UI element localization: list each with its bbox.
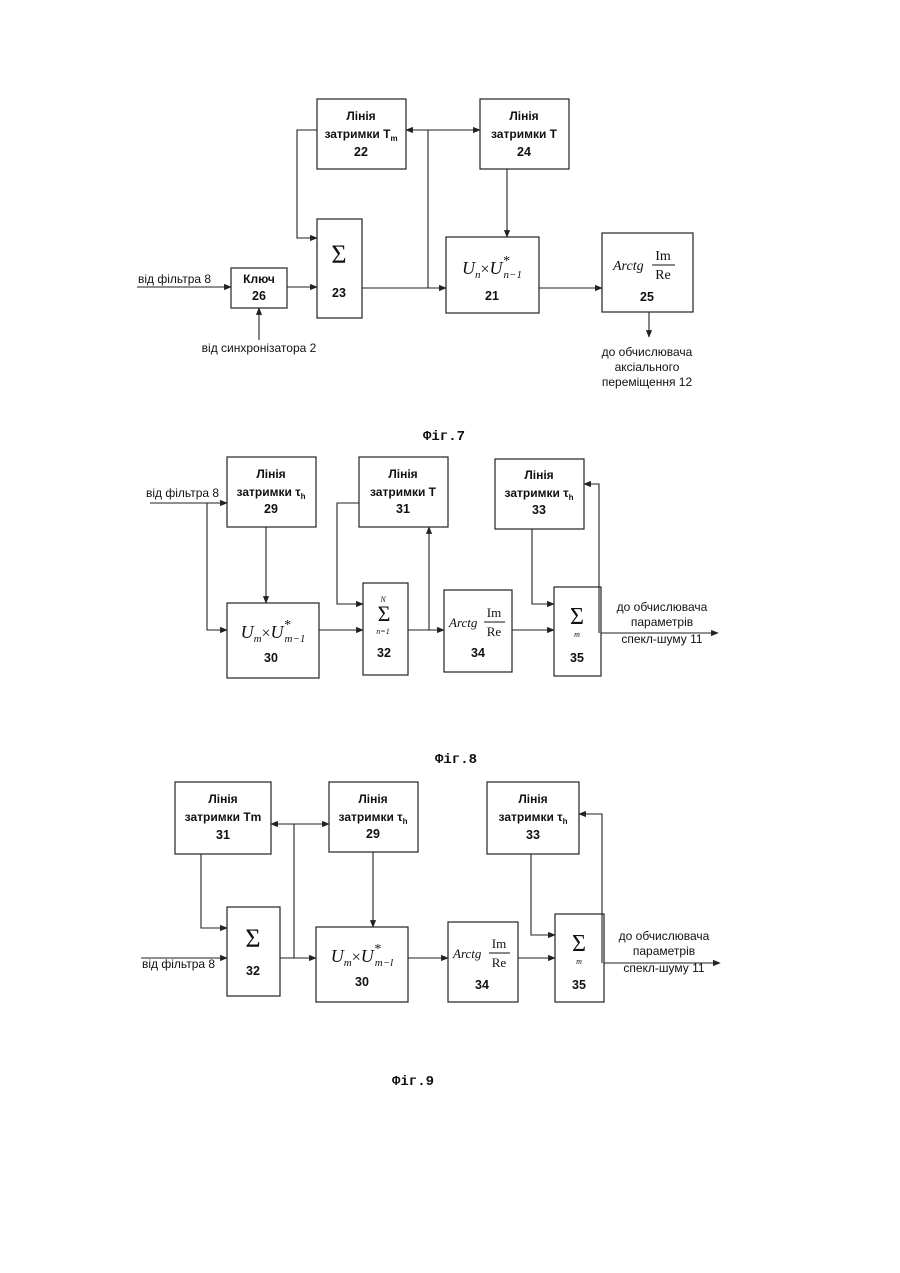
fig9-block-31-line1: Лінія [208, 792, 237, 806]
figure-9-caption: Фіг.9 [392, 1074, 434, 1090]
block-31-line2: затримки Т [370, 485, 437, 499]
figure-9: Лінія затримки Tm 31 Лінія затримки τh 2… [141, 782, 720, 1090]
fig7-output-label-3: переміщення 12 [602, 375, 693, 389]
fig8-input-filter-label: від фільтра 8 [146, 486, 219, 500]
block-31-line1: Лінія [388, 467, 417, 481]
block-24-line1: Лінія [509, 109, 538, 123]
fig9-block-33-number: 33 [526, 828, 540, 842]
block-33-number: 33 [532, 503, 546, 517]
block-22-line2: затримки Tm [324, 127, 397, 143]
fig8-output-label-1: до обчислювача [617, 600, 708, 614]
fig9-sigma-symbol-35: Σ [572, 931, 586, 957]
summator-block-35-fig9: Σ m 35 [555, 914, 604, 1002]
summator-block-35: Σ m 35 [554, 587, 601, 676]
fig9-output-label-3: спекл-шуму 11 [623, 961, 705, 975]
sigma-symbol-23: Σ [331, 240, 346, 269]
block-31-number: 31 [396, 502, 410, 516]
fig8-output-label-2: параметрів [631, 615, 693, 629]
block-21-number: 21 [485, 289, 499, 303]
block-30-number: 30 [264, 651, 278, 665]
block-24-line2: затримки Т [491, 127, 558, 141]
key-block-26: Ключ 26 [231, 268, 287, 308]
sigma-symbol-32: Σ [378, 601, 391, 626]
arctg-numerator-25: Im [655, 249, 671, 264]
sigma-symbol-35: Σ [570, 604, 584, 630]
fig9-block-33-line2: затримки τh [499, 810, 568, 826]
arctg-label-25: Arctg [612, 259, 644, 274]
delay-line-block-31-fig9: Лінія затримки Tm 31 [175, 782, 271, 854]
fig7-output-label-2: аксіального [615, 360, 680, 374]
sum-index-35: m [574, 630, 580, 639]
fig9-arctg-denominator-34: Re [492, 955, 507, 970]
arctg-block-25: Arctg Im Re 25 [602, 233, 693, 312]
arctg-block-34-fig9: Arctg Im Re 34 [448, 922, 518, 1002]
delay-line-block-31: Лінія затримки Т 31 [359, 457, 448, 527]
fig9-block-34-number: 34 [475, 978, 489, 992]
fig9-block-31-number: 31 [216, 828, 230, 842]
block-24-number: 24 [517, 145, 531, 159]
block-22-line1: Лінія [346, 109, 375, 123]
block-26-label: Ключ [243, 272, 275, 286]
fig9-block-29-line2: затримки τh [339, 810, 408, 826]
block-33-line2: затримки τh [505, 486, 574, 502]
fig9-input-filter-label: від фільтра 8 [142, 957, 215, 971]
block-33-line1: Лінія [524, 468, 553, 482]
arctg-denominator-25: Re [655, 268, 671, 283]
block-26-number: 26 [252, 289, 266, 303]
block-35-number: 35 [570, 651, 584, 665]
figure-7: Лінія затримки Tm 22 Лінія затримки Т 24… [137, 99, 693, 445]
multiplier-block-30-fig9: Um×U*m−l 30 [316, 927, 408, 1002]
delay-line-block-29: Лінія затримки τh 29 [227, 457, 316, 527]
fig9-output-label-1: до обчислювача [619, 929, 710, 943]
multiplier-block-30: Um×U*m−1 30 [227, 603, 319, 678]
fig9-arctg-label-34: Arctg [452, 946, 482, 961]
fig9-block-30-number: 30 [355, 975, 369, 989]
block-29-line2: затримки τh [237, 485, 306, 501]
summator-block-32: N Σ n=1 32 [363, 583, 408, 675]
fig9-sigma-symbol-32: Σ [245, 924, 260, 953]
fig8-output-label-3: спекл-шуму 11 [621, 632, 703, 646]
fig9-block-32-number: 32 [246, 964, 260, 978]
block-22-number: 22 [354, 145, 368, 159]
arctg-block-34: Arctg Im Re 34 [444, 590, 512, 672]
sum-lower-limit-32: n=1 [376, 627, 389, 636]
arctg-denominator-34: Re [487, 624, 502, 639]
fig7-input-sync-label: від синхронізатора 2 [202, 341, 317, 355]
delay-line-block-22: Лінія затримки Tm 22 [317, 99, 406, 169]
fig9-sum-index-35: m [576, 957, 582, 966]
figure-8-caption: Фіг.8 [435, 752, 477, 768]
fig9-block-29-number: 29 [366, 827, 380, 841]
block-34-number: 34 [471, 646, 485, 660]
figure-8: Лінія затримки τh 29 Лінія затримки Т 31… [146, 457, 718, 768]
delay-line-block-33-fig9: Лінія затримки τh 33 [487, 782, 579, 854]
arctg-label-34: Arctg [448, 615, 478, 630]
arctg-numerator-34: Im [487, 605, 501, 620]
summator-block-23: Σ 23 [317, 219, 362, 318]
fig9-block-31-line2: затримки Tm [185, 810, 262, 824]
multiplier-block-21: Un×U*n−1 21 [446, 237, 539, 313]
fig9-output-label-2: параметрів [633, 944, 695, 958]
block-23-number: 23 [332, 286, 346, 300]
block-32-number: 32 [377, 646, 391, 660]
block-25-number: 25 [640, 290, 654, 304]
figure-7-caption: Фіг.7 [423, 429, 465, 445]
fig7-input-filter-label: від фільтра 8 [138, 272, 211, 286]
delay-line-block-29-fig9: Лінія затримки τh 29 [329, 782, 418, 852]
fig9-block-33-line1: Лінія [518, 792, 547, 806]
fig7-output-label-1: до обчислювача [602, 345, 693, 359]
block-29-line1: Лінія [256, 467, 285, 481]
delay-line-block-24: Лінія затримки Т 24 [480, 99, 569, 169]
fig9-block-35-number: 35 [572, 978, 586, 992]
fig9-block-29-line1: Лінія [358, 792, 387, 806]
fig9-arctg-numerator-34: Im [492, 936, 506, 951]
block-29-number: 29 [264, 502, 278, 516]
delay-line-block-33: Лінія затримки τh 33 [495, 459, 584, 529]
summator-block-32-fig9: Σ 32 [227, 907, 280, 996]
